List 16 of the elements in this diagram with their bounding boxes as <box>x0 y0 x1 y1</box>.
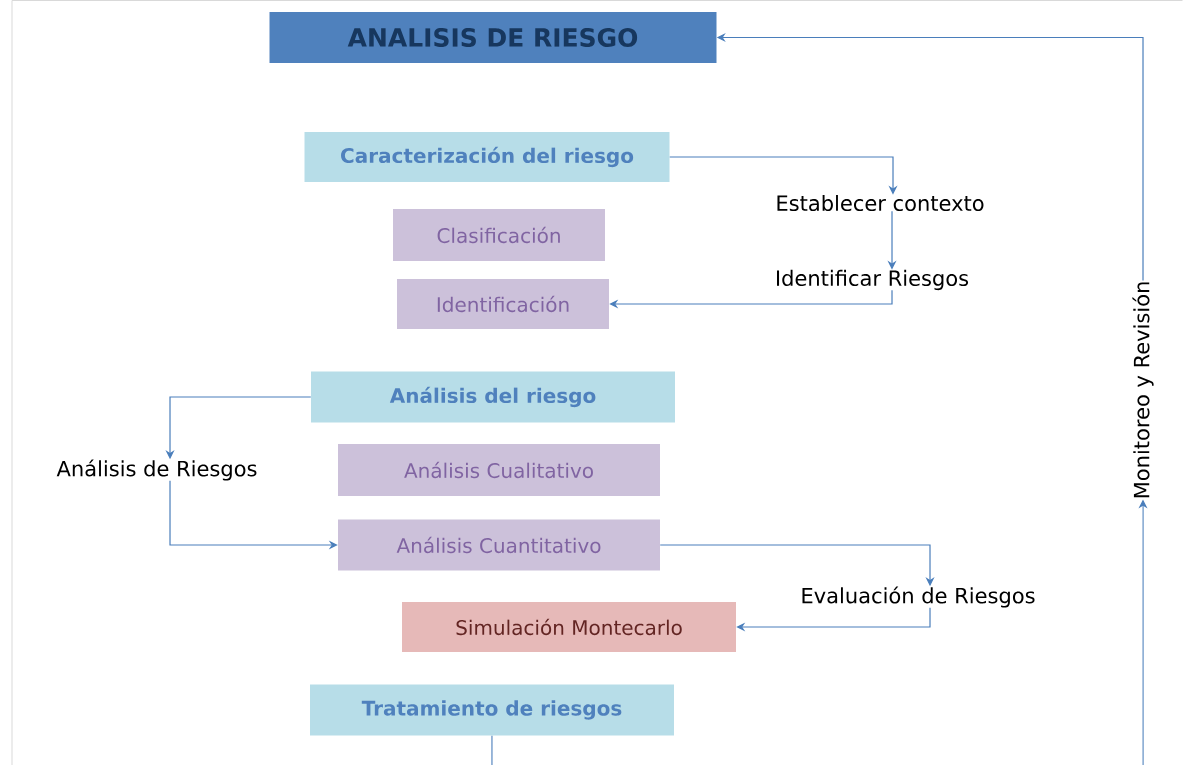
step-label: Evaluación de Riesgos <box>802 586 1035 608</box>
stage-box: Caracterización del riesgo <box>304 132 670 182</box>
method-box: Simulación Montecarlo <box>402 602 736 652</box>
arrow <box>736 607 931 632</box>
step-box: Análisis Cualitativo <box>338 444 660 496</box>
step-label: Análisis de Riesgos <box>56 459 257 481</box>
step-box: Identificación <box>397 279 609 329</box>
step-label: Identificar Riesgos <box>776 269 969 291</box>
title-box: ANALISIS DE RIESGO <box>269 12 717 63</box>
stage-box: Análisis del riesgo <box>311 371 675 423</box>
step-box: Análisis Cuantitativo <box>338 519 660 571</box>
step-label: Monitoreo y Revisión <box>1132 282 1154 498</box>
step-label: Establecer contexto <box>777 194 984 212</box>
step-box: Clasificación <box>393 209 605 261</box>
stage-box: Tratamiento de riesgos <box>310 684 674 736</box>
arrow <box>609 289 893 309</box>
